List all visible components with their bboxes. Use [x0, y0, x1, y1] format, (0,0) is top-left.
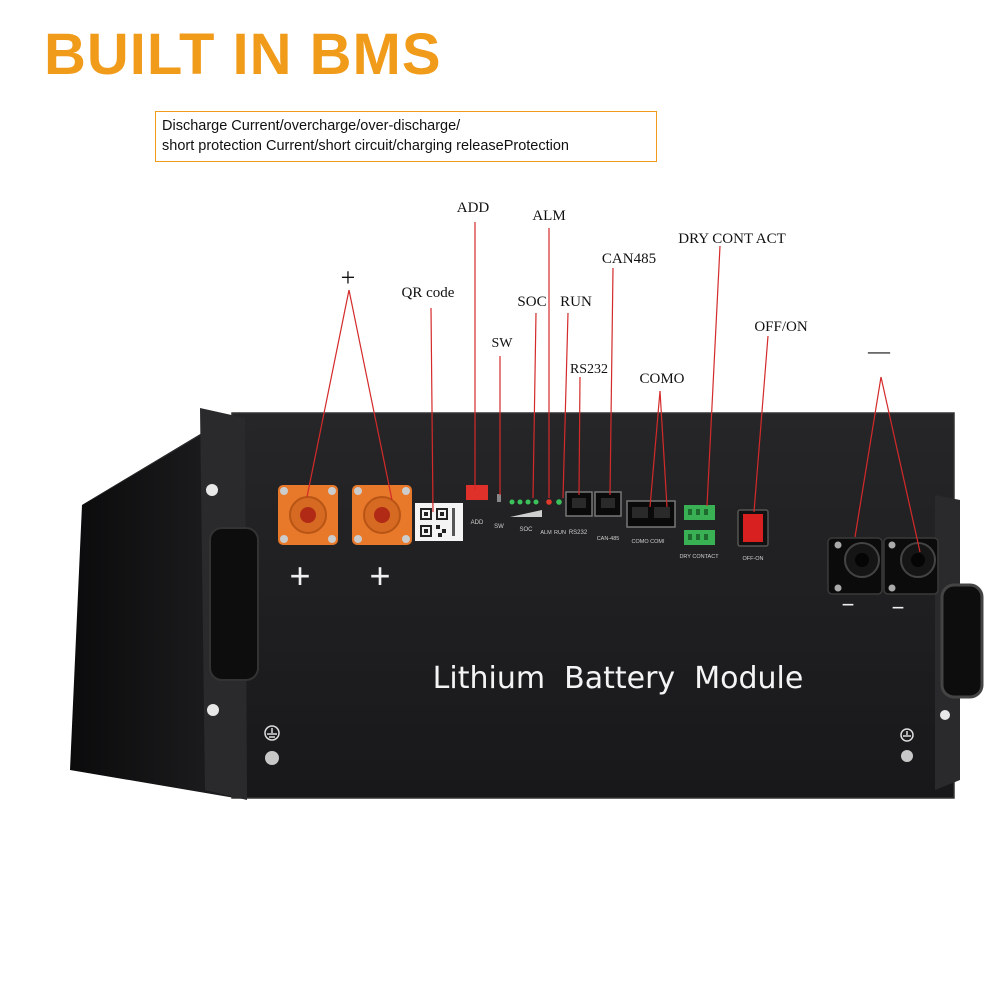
callout-plus: + [341, 263, 356, 292]
soc-leds [509, 499, 542, 517]
module-title: Lithium Battery Module [433, 661, 804, 696]
panel-can485-label: CAN-485 [597, 536, 620, 542]
add-dip-switch [466, 485, 488, 500]
panel-plus-2: + [369, 555, 390, 596]
callout-alm: ALM [532, 208, 565, 224]
description-box: Discharge Current/overcharge/over-discha… [155, 111, 657, 162]
panel-plus-1: + [289, 555, 310, 596]
callout-labels: + QR code ADD SW ALM SOC RUN RS232 CAN48… [341, 200, 891, 387]
front-panel [232, 413, 954, 798]
panel-add-label: ADD [471, 520, 484, 526]
callout-lines [306, 222, 921, 553]
battery-body [70, 408, 984, 800]
panel-minus-2: − [892, 595, 905, 620]
callout-como: COMO [639, 371, 684, 387]
callout-dry-contact: DRY CONT ACT [678, 231, 786, 247]
panel-soc-label: SOC [519, 527, 533, 533]
alm-led [546, 499, 552, 505]
panel-como-label: COMO COMI [632, 539, 665, 545]
callout-soc: SOC [517, 294, 546, 310]
panel-dry-label: DRY CONTACT [679, 554, 719, 560]
panel-offon-label: OFF-ON [742, 556, 763, 562]
callout-qr-code: QR code [402, 285, 455, 301]
description-line-1: Discharge Current/overcharge/over-discha… [162, 118, 461, 134]
panel-rs232-label: RS232 [569, 530, 588, 536]
ground-symbol-right [900, 728, 914, 762]
callout-can485: CAN485 [602, 251, 656, 267]
sw-button [497, 494, 501, 502]
positive-terminal-2 [352, 485, 412, 545]
callout-off-on: OFF/ON [754, 319, 808, 335]
callout-minus: — [867, 338, 891, 363]
callout-rs232: RS232 [570, 362, 608, 377]
callout-run: RUN [560, 294, 592, 310]
positive-terminal-1 [278, 485, 338, 545]
qr-code [415, 503, 463, 541]
description-line-2: short protection Current/short circuit/c… [162, 138, 569, 154]
dry-contact-terminals [684, 505, 715, 545]
panel-run-label: RUN [554, 530, 566, 536]
left-handle [209, 527, 259, 681]
panel-alm-label: ALM [540, 530, 552, 536]
panel-sw-label: SW [494, 524, 504, 530]
negative-terminal-2 [883, 537, 939, 595]
right-handle [940, 583, 984, 699]
panel-minus-1: − [842, 592, 855, 617]
callout-add: ADD [457, 200, 490, 216]
callout-sw: SW [492, 336, 514, 351]
run-led [556, 499, 562, 505]
negative-terminal-1 [827, 537, 883, 595]
ground-symbol-left [264, 725, 280, 765]
headline: BUILT IN BMS [44, 22, 442, 87]
